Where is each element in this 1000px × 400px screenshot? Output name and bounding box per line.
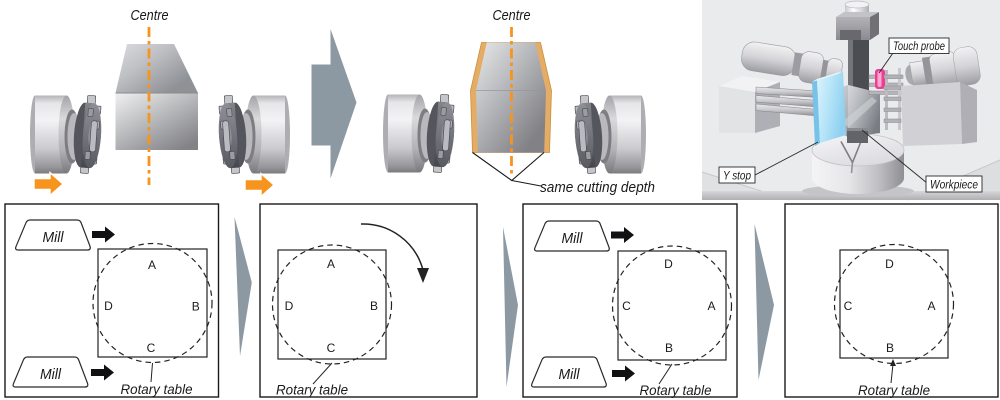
svg-text:A: A: [148, 258, 156, 272]
svg-text:C: C: [844, 299, 853, 313]
svg-text:B: B: [665, 341, 673, 355]
svg-text:same cutting depth: same cutting depth: [540, 180, 655, 196]
svg-text:D: D: [664, 257, 673, 271]
svg-text:Rotary table: Rotary table: [858, 382, 930, 398]
svg-text:B: B: [192, 299, 200, 313]
svg-text:Workpiece: Workpiece: [930, 180, 978, 192]
svg-text:D: D: [104, 299, 113, 313]
svg-text:C: C: [147, 341, 156, 355]
svg-text:B: B: [370, 299, 378, 313]
svg-text:D: D: [885, 257, 894, 271]
svg-text:C: C: [622, 299, 631, 313]
svg-text:C: C: [327, 341, 336, 355]
svg-text:D: D: [285, 299, 294, 313]
svg-text:Rotary table: Rotary table: [276, 382, 348, 398]
svg-text:A: A: [707, 299, 715, 313]
svg-text:A: A: [327, 257, 335, 271]
svg-text:Rotary table: Rotary table: [640, 382, 712, 398]
svg-text:Centre: Centre: [493, 8, 531, 24]
svg-text:Rotary table: Rotary table: [121, 381, 193, 397]
svg-text:Y stop: Y stop: [723, 171, 752, 183]
svg-text:B: B: [886, 341, 894, 355]
svg-text:Centre: Centre: [131, 8, 169, 24]
svg-text:Touch probe: Touch probe: [893, 41, 945, 53]
svg-text:A: A: [927, 299, 935, 313]
